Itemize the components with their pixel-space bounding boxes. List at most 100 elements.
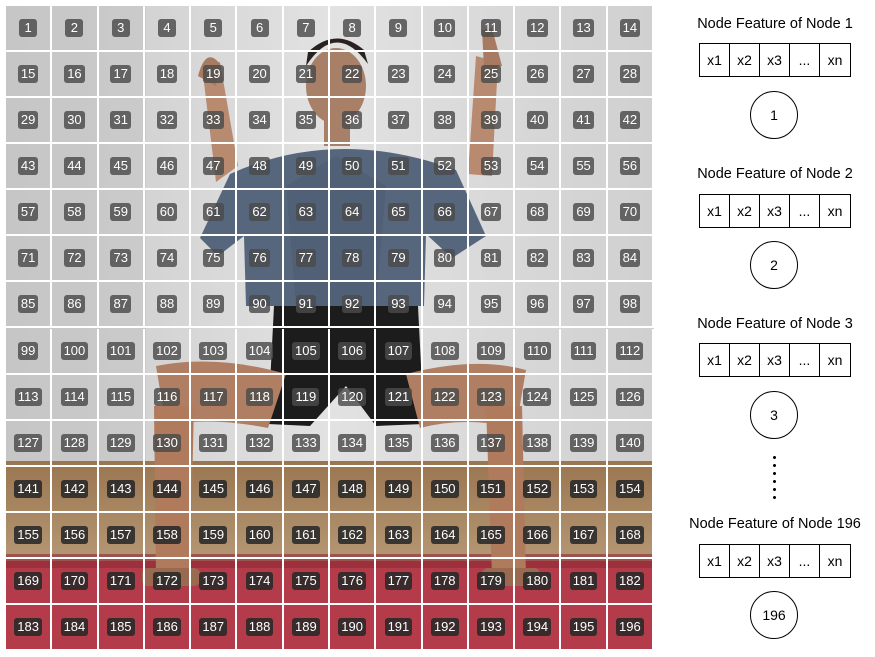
patch-number: 147 [291, 479, 320, 498]
image-patch: 69 [561, 190, 608, 237]
patch-number: 54 [527, 157, 548, 176]
patch-number: 38 [434, 111, 455, 130]
image-patch: 136 [422, 420, 469, 467]
patch-number: 55 [573, 157, 594, 176]
node-feature-title: Node Feature of Node 196 [689, 516, 861, 532]
patch-number: 27 [573, 65, 594, 84]
image-patch: 166 [515, 512, 562, 559]
patch-number: 151 [477, 479, 505, 498]
image-patch: 24 [422, 52, 469, 99]
image-patch: 78 [330, 236, 377, 283]
image-patch: 130 [144, 420, 192, 467]
patch-number: 142 [60, 479, 89, 498]
image-patch: 12 [515, 6, 562, 53]
image-patch: 149 [376, 466, 423, 513]
image-patch: 120 [330, 374, 377, 421]
image-patch: 14 [607, 6, 654, 53]
image-patch: 90 [237, 282, 284, 329]
patch-number: 155 [14, 525, 42, 544]
image-patch: 75 [191, 236, 238, 283]
patch-number: 44 [64, 157, 85, 176]
image-patch: 40 [515, 98, 562, 145]
patch-number: 168 [615, 525, 644, 544]
image-patch: 6 [237, 6, 284, 53]
image-patch: 94 [422, 282, 469, 329]
patch-number: 184 [60, 617, 89, 636]
feature-vector: x1 x2 x3 ... xn [699, 43, 851, 77]
patch-number: 111 [570, 341, 597, 360]
patch-number: 149 [384, 479, 413, 498]
image-patch: 141 [6, 466, 53, 513]
patch-number: 12 [527, 19, 548, 38]
patch-number: 50 [341, 157, 363, 176]
image-patch: 139 [561, 420, 608, 467]
image-patch: 124 [515, 374, 562, 421]
image-patch: 38 [422, 98, 469, 145]
patch-number: 42 [619, 111, 641, 130]
image-patch: 101 [98, 328, 145, 375]
image-patch: 164 [422, 512, 469, 559]
graph-node: 196 [750, 591, 798, 639]
feature-cell: ... [790, 344, 820, 376]
image-patch: 48 [237, 144, 284, 191]
image-patch: 178 [422, 558, 469, 605]
image-patch: 174 [237, 558, 284, 605]
feature-cell: x2 [730, 545, 760, 577]
image-patch: 42 [607, 98, 654, 145]
patch-number: 196 [615, 617, 644, 636]
image-patch: 27 [561, 52, 608, 99]
image-patch: 140 [607, 420, 654, 467]
patch-number: 177 [384, 571, 413, 590]
graph-node: 2 [750, 241, 798, 289]
graph-node: 3 [750, 391, 798, 439]
patch-number: 169 [14, 571, 42, 590]
patch-number: 194 [523, 617, 552, 636]
patch-number: 138 [523, 433, 552, 452]
image-patch: 135 [376, 420, 423, 467]
image-patch: 9 [376, 6, 423, 53]
patch-number: 67 [480, 203, 502, 222]
feature-cell: x2 [730, 195, 760, 227]
patch-number: 140 [615, 433, 644, 452]
patch-number: 96 [527, 295, 548, 314]
image-patch: 165 [468, 512, 516, 559]
patch-number: 191 [384, 617, 413, 636]
patch-number: 17 [110, 65, 131, 84]
patch-number: 173 [199, 571, 228, 590]
image-patch: 125 [561, 374, 608, 421]
patch-number: 190 [338, 617, 366, 636]
image-patch: 35 [283, 98, 330, 145]
image-patch: 1 [6, 6, 53, 53]
patch-number: 109 [477, 341, 505, 360]
image-patch: 128 [52, 420, 99, 467]
image-patch: 185 [98, 604, 145, 651]
patch-number: 195 [569, 617, 598, 636]
image-patch: 20 [237, 52, 284, 99]
image-patch: 122 [422, 374, 469, 421]
patch-number: 11 [481, 19, 501, 38]
patch-number: 88 [156, 295, 178, 314]
image-patch: 89 [191, 282, 238, 329]
patch-number: 112 [616, 341, 644, 360]
image-patch: 58 [52, 190, 99, 237]
image-patch: 17 [98, 52, 145, 99]
patch-number: 171 [106, 571, 135, 590]
image-patch: 133 [283, 420, 330, 467]
image-patch: 108 [422, 328, 469, 375]
image-patch: 189 [283, 604, 330, 651]
patch-number: 15 [17, 65, 39, 84]
image-patch: 186 [144, 604, 192, 651]
image-patch: 57 [6, 190, 53, 237]
image-patch: 25 [468, 52, 516, 99]
image-patch: 65 [376, 190, 423, 237]
patch-number: 13 [573, 19, 594, 38]
feature-cell: x2 [730, 44, 760, 76]
feature-cell: xn [827, 352, 843, 368]
patch-number: 193 [477, 617, 505, 636]
patch-number: 180 [523, 571, 552, 590]
patch-number: 63 [295, 203, 317, 222]
patch-number: 161 [291, 525, 320, 544]
patch-number: 129 [106, 433, 135, 452]
patch-number: 90 [249, 295, 270, 314]
image-patch: 170 [52, 558, 99, 605]
